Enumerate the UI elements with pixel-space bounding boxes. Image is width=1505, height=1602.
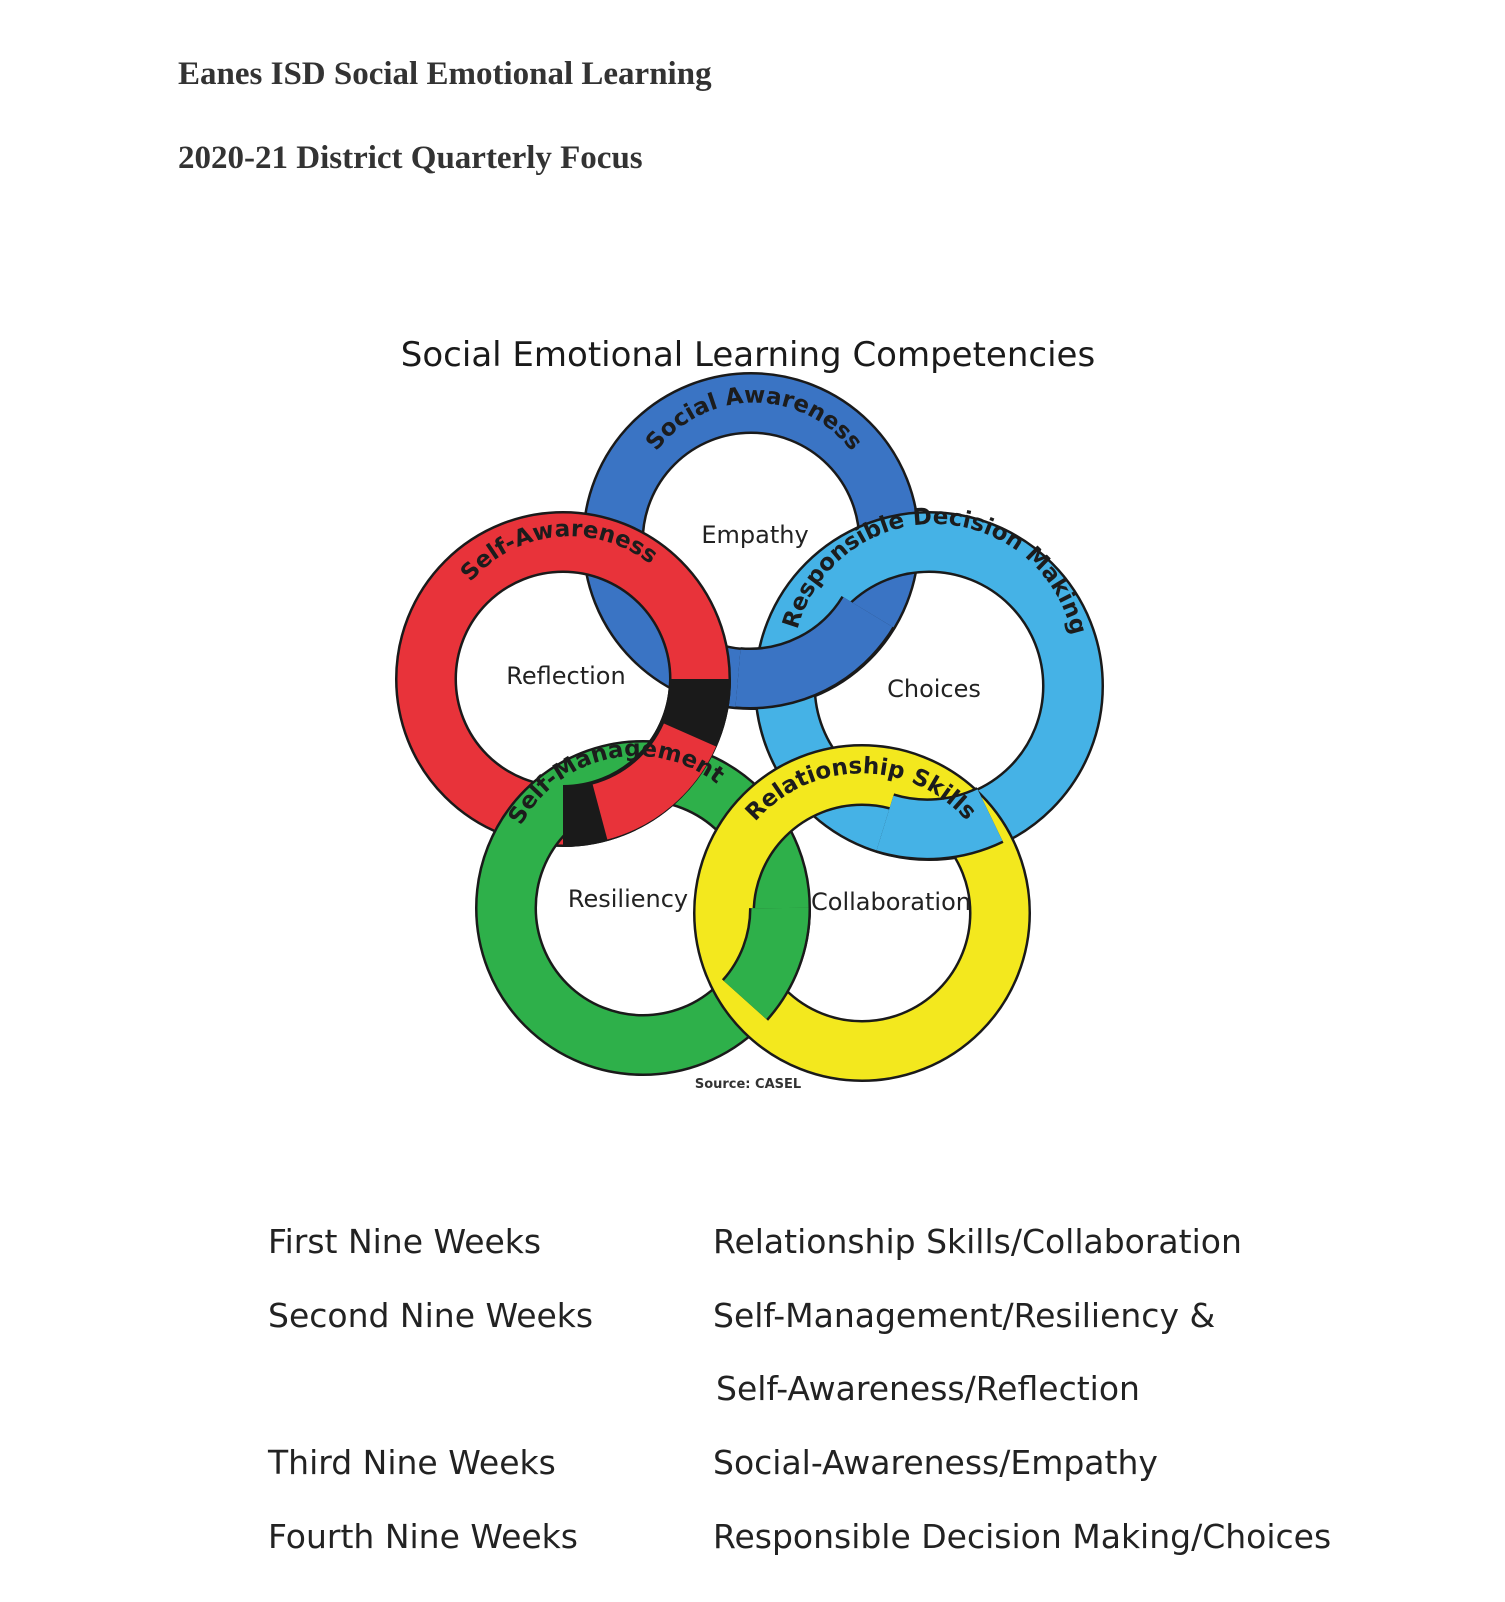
inner-label-resiliency: Resiliency bbox=[568, 885, 688, 913]
inner-label-choices: Choices bbox=[887, 675, 981, 703]
ring-self-management-overlap bbox=[721, 907, 812, 1021]
ring-rdm-overlap bbox=[875, 786, 1004, 861]
document-subtitle: 2020-21 District Quarterly Focus bbox=[178, 140, 643, 176]
inner-label-reflection: Reflection bbox=[506, 662, 625, 690]
inner-label-collaboration: Collaboration bbox=[811, 888, 971, 916]
ring-relationship-skills bbox=[693, 744, 1031, 1082]
inner-label-empathy: Empathy bbox=[701, 521, 808, 549]
ring-self-awareness-overlap bbox=[562, 678, 731, 847]
diagram-source: Source: CASEL bbox=[695, 1077, 801, 1092]
ring-social-awareness-overlap bbox=[735, 595, 895, 710]
diagram-title: Social Emotional Learning Competencies bbox=[401, 335, 1095, 375]
document-title: Eanes ISD Social Emotional Learning bbox=[178, 56, 712, 92]
